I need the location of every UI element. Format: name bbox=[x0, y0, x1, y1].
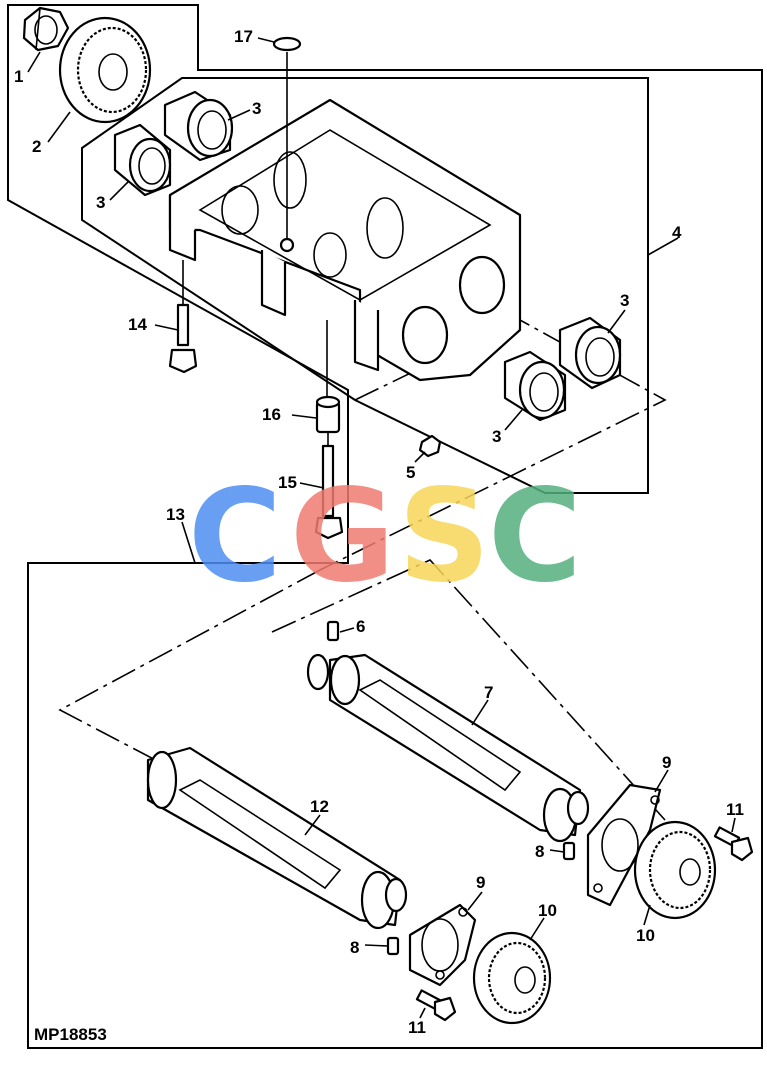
bushing-part-right-lower bbox=[503, 350, 567, 422]
flange-part-9-upper bbox=[586, 783, 662, 907]
watermark-letter-1: C bbox=[188, 462, 282, 611]
flange-part-9-lower bbox=[408, 903, 477, 987]
callout-9-upper: 9 bbox=[662, 753, 671, 772]
callout-labels: 1 2 3 3 3 3 4 5 6 7 8 8 9 9 10 10 11 11 … bbox=[14, 27, 744, 1037]
callout-leaders bbox=[27, 37, 736, 1019]
callout-3-right-upper: 3 bbox=[620, 291, 629, 310]
callout-8-upper: 8 bbox=[535, 842, 544, 861]
item-4-housing-frame bbox=[81, 77, 649, 494]
housing-part bbox=[168, 98, 522, 382]
callout-14: 14 bbox=[128, 315, 147, 334]
callout-16: 16 bbox=[262, 405, 281, 424]
callout-2: 2 bbox=[32, 137, 41, 156]
shaft-part-12 bbox=[146, 746, 408, 930]
nut-part-5 bbox=[418, 434, 442, 458]
bushing-part-top-right bbox=[163, 90, 234, 162]
watermark: C G S C bbox=[188, 462, 582, 611]
callout-3-top-right: 3 bbox=[252, 99, 261, 118]
pin-part-8-upper bbox=[562, 841, 576, 861]
shaft-part-7 bbox=[306, 653, 590, 843]
o-ring-part bbox=[272, 36, 302, 52]
upper-assembly-frame bbox=[7, 4, 763, 1049]
watermark-letter-2: G bbox=[290, 462, 395, 611]
callout-13: 13 bbox=[166, 505, 185, 524]
callout-5: 5 bbox=[406, 463, 415, 482]
gear-part-10-upper bbox=[633, 820, 717, 920]
watermark-letter-3: S bbox=[398, 462, 490, 611]
cap-screw-part-11-lower bbox=[415, 989, 457, 1022]
callout-17: 17 bbox=[234, 27, 253, 46]
callout-1: 1 bbox=[14, 67, 23, 86]
callout-8-lower: 8 bbox=[350, 938, 359, 957]
figure-id: MP18853 bbox=[34, 1025, 107, 1044]
callout-9-lower: 9 bbox=[476, 873, 485, 892]
nut-part bbox=[22, 6, 70, 52]
callout-15: 15 bbox=[278, 473, 297, 492]
bolt-part-15 bbox=[314, 432, 344, 540]
pin-part-8-lower bbox=[386, 936, 400, 956]
callout-4: 4 bbox=[672, 223, 682, 242]
bushing-part-right-upper bbox=[558, 316, 622, 390]
callout-10-lower: 10 bbox=[538, 901, 557, 920]
callout-11-upper: 11 bbox=[726, 800, 744, 819]
watermark-letter-4: C bbox=[488, 462, 582, 611]
callout-3-right-lower: 3 bbox=[492, 427, 501, 446]
callout-6: 6 bbox=[356, 617, 365, 636]
shaft-7-centerline bbox=[271, 559, 666, 821]
gear-part bbox=[58, 16, 152, 124]
pin-part-6 bbox=[326, 620, 340, 642]
cap-screw-part-11-upper bbox=[713, 826, 754, 862]
callout-3-top-left: 3 bbox=[96, 193, 105, 212]
callout-12: 12 bbox=[310, 797, 329, 816]
bushing-part-top-left bbox=[113, 123, 172, 197]
callout-11-lower: 11 bbox=[408, 1018, 426, 1037]
callout-10-upper: 10 bbox=[636, 926, 655, 945]
bolt-part-14 bbox=[168, 260, 198, 374]
callout-7: 7 bbox=[484, 683, 493, 702]
gear-part-10-lower bbox=[472, 931, 552, 1025]
